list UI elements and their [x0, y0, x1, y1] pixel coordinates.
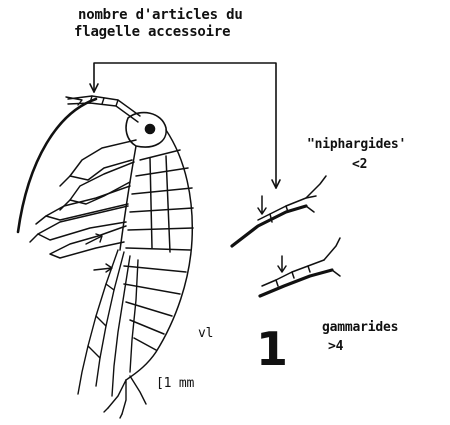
title-line-1: nombre d'articles du [78, 7, 243, 23]
legs [30, 140, 136, 258]
gammarides-label: gammarides [322, 320, 398, 335]
title-line-2: flagelle accessoire [74, 24, 230, 40]
antenna-detail-niphargides [232, 176, 326, 246]
body-segments [120, 130, 193, 380]
niphargides-count: <2 [352, 157, 367, 172]
antenna-2 [18, 99, 96, 232]
niphargides-label: "niphargides' [307, 137, 406, 152]
plate-number: 1 [256, 322, 288, 376]
posterior-appendages [78, 250, 146, 418]
view-label: vl [198, 326, 213, 341]
callout-lines [90, 63, 280, 188]
gammarides-count: >4 [328, 339, 343, 354]
pointer-arrows [86, 234, 112, 272]
scale-bar-label: [1 mm [156, 376, 194, 391]
antenna-detail-gammarides [260, 238, 340, 296]
